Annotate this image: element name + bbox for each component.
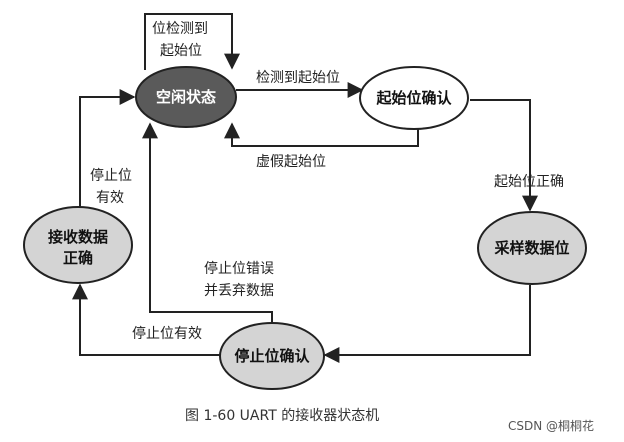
- state-sampling: [477, 211, 587, 285]
- state-receive-ok-label-1: 接收数据: [48, 228, 108, 246]
- label-stop-valid-left-1: 停止位: [90, 167, 132, 184]
- edge-stop-error: [142, 122, 273, 322]
- state-receive-ok: [23, 206, 133, 284]
- state-idle-label: 空闲状态: [156, 88, 216, 106]
- label-stop-valid-left-2: 有效: [96, 190, 124, 206]
- label-stop-valid-bottom: 停止位有效: [132, 325, 202, 342]
- edge-start-correct: [470, 99, 538, 212]
- label-false-start: 虚假起始位: [256, 154, 326, 170]
- label-detect-start: 检测到起始位: [256, 70, 340, 86]
- edge-self-loop: [144, 13, 240, 70]
- state-stop-confirm-label: 停止位确认: [234, 347, 310, 365]
- edge-sampling-to-stop: [323, 285, 531, 363]
- state-receive-ok-label-2: 正确: [63, 249, 93, 267]
- label-self-loop-1: 位检测到: [152, 21, 208, 37]
- label-self-loop-2: 起始位: [160, 43, 202, 59]
- edge-receive-to-idle: [79, 89, 136, 208]
- edge-false-start: [224, 122, 419, 147]
- watermark: CSDN @桐桐花: [508, 418, 594, 433]
- figure-caption: 图 1-60 UART 的接收器状态机: [185, 407, 379, 424]
- label-start-correct: 起始位正确: [494, 174, 564, 190]
- label-stop-error-2: 并丢弃数据: [204, 283, 274, 299]
- state-start-confirm-label: 起始位确认: [375, 89, 452, 107]
- edge-stop-valid: [72, 283, 222, 356]
- state-idle: [135, 66, 237, 128]
- state-sampling-label: 采样数据位: [493, 239, 569, 257]
- state-start-confirm: [359, 66, 469, 130]
- label-stop-error-1: 停止位错误: [204, 260, 274, 277]
- state-stop-confirm: [219, 322, 325, 390]
